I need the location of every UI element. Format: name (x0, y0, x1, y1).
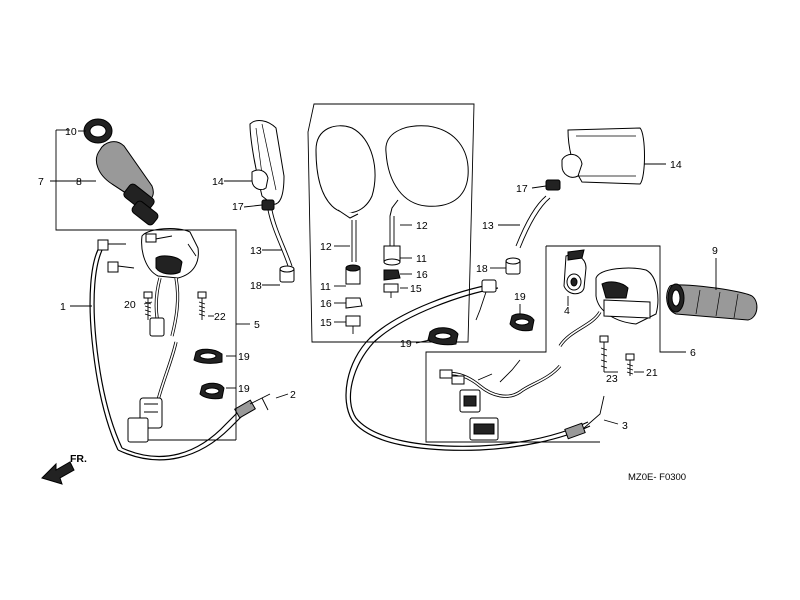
bolt-part-15-left[interactable] (345, 315, 361, 334)
callout-7: 7 (38, 176, 44, 188)
mirror-stem-part-13-left[interactable] (267, 209, 293, 267)
screw-part-21[interactable] (625, 353, 635, 376)
callout-13-b: 13 (482, 220, 494, 232)
cable-part-2[interactable] (117, 393, 271, 461)
throttle-pulley-part-4[interactable] (563, 249, 587, 295)
left-grip-part-8[interactable] (96, 141, 159, 227)
callout-9: 9 (712, 245, 718, 257)
callout-17-a: 17 (232, 201, 244, 213)
cable-part-1[interactable] (89, 239, 135, 451)
screw-part-20[interactable] (143, 291, 153, 320)
callout-19-a: 19 (238, 351, 250, 363)
callout-2: 2 (290, 389, 296, 401)
left-mirror-part-14[interactable] (249, 120, 285, 205)
mirror-nut-part-17-right[interactable] (545, 179, 561, 191)
callout-23: 23 (606, 373, 618, 385)
callout-6: 6 (690, 347, 696, 359)
callout-1: 1 (60, 301, 66, 313)
right-mirror-part-14[interactable] (561, 127, 645, 185)
wire-clamp-part-19-right[interactable] (509, 313, 535, 332)
callout-4: 4 (564, 305, 570, 317)
callout-16-b: 16 (416, 269, 428, 281)
callout-19-c: 19 (514, 291, 526, 303)
diagram-code: MZ0E- F0300 (628, 472, 686, 483)
nut-part-16-left[interactable] (345, 297, 363, 309)
callout-13-a: 13 (250, 245, 262, 257)
mirror-cap-part-11-right[interactable] (383, 245, 401, 266)
callout-11-a: 11 (320, 281, 331, 293)
callout-10: 10 (65, 126, 77, 138)
callout-21: 21 (646, 367, 658, 379)
callout-5: 5 (254, 319, 260, 331)
wire-clamp-part-19-lower-left[interactable] (199, 382, 225, 400)
callout-3: 3 (622, 420, 628, 432)
mirror-cap-part-11-left[interactable] (345, 264, 361, 285)
callout-14-a: 14 (212, 176, 224, 188)
adaptor-part-18-left[interactable] (279, 265, 295, 283)
callout-17-b: 17 (516, 183, 528, 195)
callout-12-a: 12 (320, 241, 332, 253)
callout-8: 8 (76, 176, 82, 188)
mirror-nut-part-17-left[interactable] (261, 199, 275, 211)
round-mirror-part-12-left[interactable] (315, 125, 376, 262)
callout-11-b: 11 (416, 253, 427, 265)
callout-19-d: 19 (400, 338, 412, 350)
front-direction-arrow-icon (41, 461, 75, 485)
front-indicator-label: FR. (70, 453, 87, 465)
screw-part-22[interactable] (197, 291, 207, 320)
callout-22: 22 (214, 311, 226, 323)
right-switch-housing-part-6[interactable] (439, 267, 659, 441)
callout-16-a: 16 (320, 298, 332, 310)
adaptor-part-18-right[interactable] (505, 257, 521, 275)
mirror-stem-part-13-right[interactable] (515, 195, 551, 249)
callout-20: 20 (124, 299, 136, 311)
nut-part-16-right[interactable] (383, 269, 401, 281)
callout-14-b: 14 (670, 159, 682, 171)
bolt-part-15-right[interactable] (383, 283, 399, 298)
wire-clamp-part-19-upper-left[interactable] (193, 348, 223, 364)
callout-18-a: 18 (250, 280, 262, 292)
callout-12-b: 12 (416, 220, 428, 232)
round-mirror-part-12-right[interactable] (385, 125, 469, 246)
screw-part-23[interactable] (599, 335, 609, 372)
callout-15-b: 15 (410, 283, 422, 295)
right-grip-part-9[interactable] (666, 283, 758, 321)
left-switch-housing-part-5[interactable] (127, 228, 199, 443)
callout-18-b: 18 (476, 263, 488, 275)
callout-19-b: 19 (238, 383, 250, 395)
wire-clamp-part-19-center[interactable] (427, 327, 459, 346)
callout-15-a: 15 (320, 317, 332, 329)
grip-end-cap-part-10[interactable] (83, 118, 113, 144)
cable-part-3[interactable] (345, 279, 605, 451)
